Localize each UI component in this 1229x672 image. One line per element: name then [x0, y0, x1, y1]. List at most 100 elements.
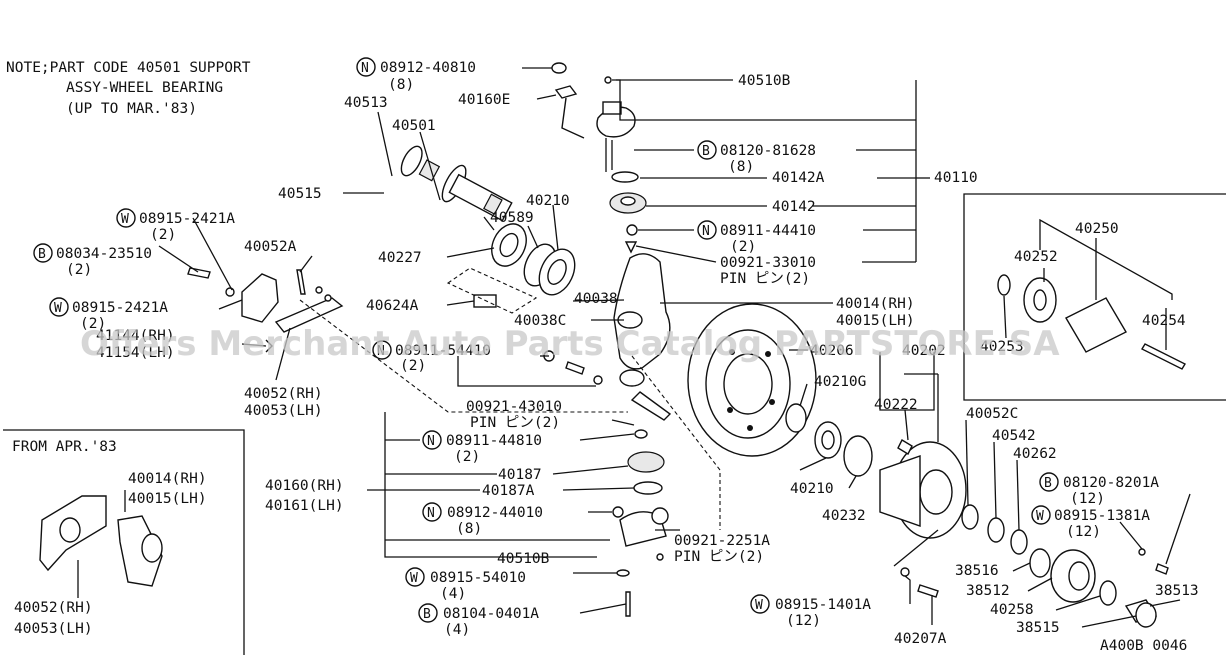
label-40252: 40252: [1014, 249, 1058, 265]
label-40510b: 40510B: [738, 73, 791, 89]
label-40254: 40254: [1142, 313, 1186, 329]
inset-knuckle-boss: [141, 533, 163, 563]
label-pin-1: PIN ピン(2): [720, 270, 810, 287]
leader-63: [1012, 562, 1031, 572]
label-40515: 40515: [278, 186, 322, 202]
bearing-40210-inner: [547, 259, 567, 285]
leader-49: [552, 465, 629, 475]
label-qty: (2): [80, 316, 106, 332]
leader-20: [552, 204, 559, 251]
label-38515: 38515: [1016, 620, 1060, 636]
boot-inner-shape: [620, 196, 636, 206]
label-40250: 40250: [1075, 221, 1119, 237]
label-qty: (2): [150, 227, 176, 243]
hub-body-38512-inner: [1068, 561, 1090, 591]
n-mark-5-text: N: [427, 506, 435, 521]
leader-37: [457, 356, 596, 387]
leader-24: [158, 245, 199, 273]
bolt-knuckle-shape: [565, 361, 585, 375]
label-40262: 40262: [1013, 446, 1057, 462]
bolt-guide-shape: [446, 267, 538, 314]
leader-72: [1003, 295, 1007, 339]
label-qty: (4): [444, 622, 470, 638]
leader-23: [299, 255, 313, 273]
leader-40: [275, 327, 291, 381]
disc-rotor-center: [723, 353, 773, 415]
inset-leader-40250: [1039, 218, 1173, 300]
cap-38515-shape: [1135, 602, 1157, 628]
n-mark-2-text: N: [702, 224, 710, 239]
leader-66: [1081, 615, 1137, 628]
bolt-40207a-shape: [917, 584, 939, 598]
ball-stud-shape: [651, 507, 669, 525]
note-line-2: ASSY-WHEEL BEARING: [66, 80, 223, 96]
circle-symbols: N B N W B W N N B W N W B W: [33, 57, 1059, 623]
leader-56: [799, 457, 827, 471]
w-mark-4: [405, 567, 425, 587]
label-40110: 40110: [934, 170, 978, 186]
label-pin-3: PIN ピン(2): [674, 548, 764, 565]
washer-08915-1401a-shape: [900, 567, 910, 577]
pin-shape: [624, 241, 638, 254]
label-08912-44010: 08912-44010: [447, 505, 543, 521]
bearing-40210-lower-inner: [821, 430, 835, 450]
ring-40187a-shape: [633, 481, 663, 495]
label-40052-rh: 40052(RH): [244, 386, 323, 402]
leader-70: [893, 529, 939, 567]
label-40053-lh: 40053(LH): [244, 403, 323, 419]
nut-40262-shape: [1010, 529, 1028, 555]
note-line-1: NOTE;PART CODE 40501 SUPPORT: [6, 60, 251, 76]
label-40513: 40513: [344, 95, 388, 111]
label-qty: (2): [400, 358, 426, 374]
leader-42: [611, 419, 635, 426]
leader-22: [446, 247, 495, 258]
leader-64: [1027, 577, 1053, 592]
label-08915-2421a-1: 08915-2421A: [139, 211, 235, 227]
leader-57: [848, 475, 857, 489]
leader-35: [799, 383, 808, 407]
leader-50: [562, 487, 635, 491]
leader-4: [377, 111, 393, 177]
label-inset-40014-rh: 40014(RH): [128, 471, 207, 487]
nut-08912-44010-shape: [612, 506, 624, 518]
nut-shape: [551, 62, 567, 74]
parts-artwork: [187, 62, 1169, 628]
bolt-08120-8201a-shape: [1155, 563, 1169, 575]
label-08120-8201a: 08120-8201A: [1063, 475, 1159, 491]
leader-3: [536, 94, 557, 100]
spindle-thread-shape: [483, 193, 503, 215]
leader-43: [579, 433, 635, 441]
leader-21: [527, 225, 539, 249]
label-38516: 38516: [955, 563, 999, 579]
washer-08915-54010-shape: [616, 569, 630, 577]
label-38512: 38512: [966, 583, 1010, 599]
label-qty: (8): [456, 521, 482, 537]
ring-38516-shape: [1029, 548, 1051, 578]
leader-54: [579, 603, 627, 614]
leader-60: [1016, 459, 1020, 531]
leader-62: [1119, 521, 1143, 550]
label-40253: 40253: [980, 339, 1024, 355]
label-40187a: 40187A: [482, 483, 535, 499]
b-mark-1-text: B: [702, 144, 710, 159]
label-08911-54410: 08911-54410: [395, 343, 491, 359]
label-inset-40053-lh: 40053(LH): [14, 621, 93, 637]
n-mark-3: [372, 340, 392, 360]
label-40187: 40187: [498, 467, 542, 483]
label-41144-rh: 41144(RH): [96, 328, 175, 344]
label-40232: 40232: [822, 508, 866, 524]
label-40014-rh: 40014(RH): [836, 296, 915, 312]
label-40210g: 40210G: [814, 374, 866, 390]
hub-40202-body: [879, 455, 921, 527]
label-00921-2251a: 00921-2251A: [674, 533, 770, 549]
leader-59: [993, 441, 997, 519]
bolt-40624a-shape: [473, 294, 497, 308]
label-00921-33010: 00921-33010: [720, 255, 816, 271]
label-40206: 40206: [810, 343, 854, 359]
leader-67: [1149, 599, 1181, 607]
label-40542: 40542: [992, 428, 1036, 444]
leader-39: [241, 343, 267, 347]
label-qty: (2): [454, 449, 480, 465]
hub-40252-inner: [1033, 289, 1047, 311]
